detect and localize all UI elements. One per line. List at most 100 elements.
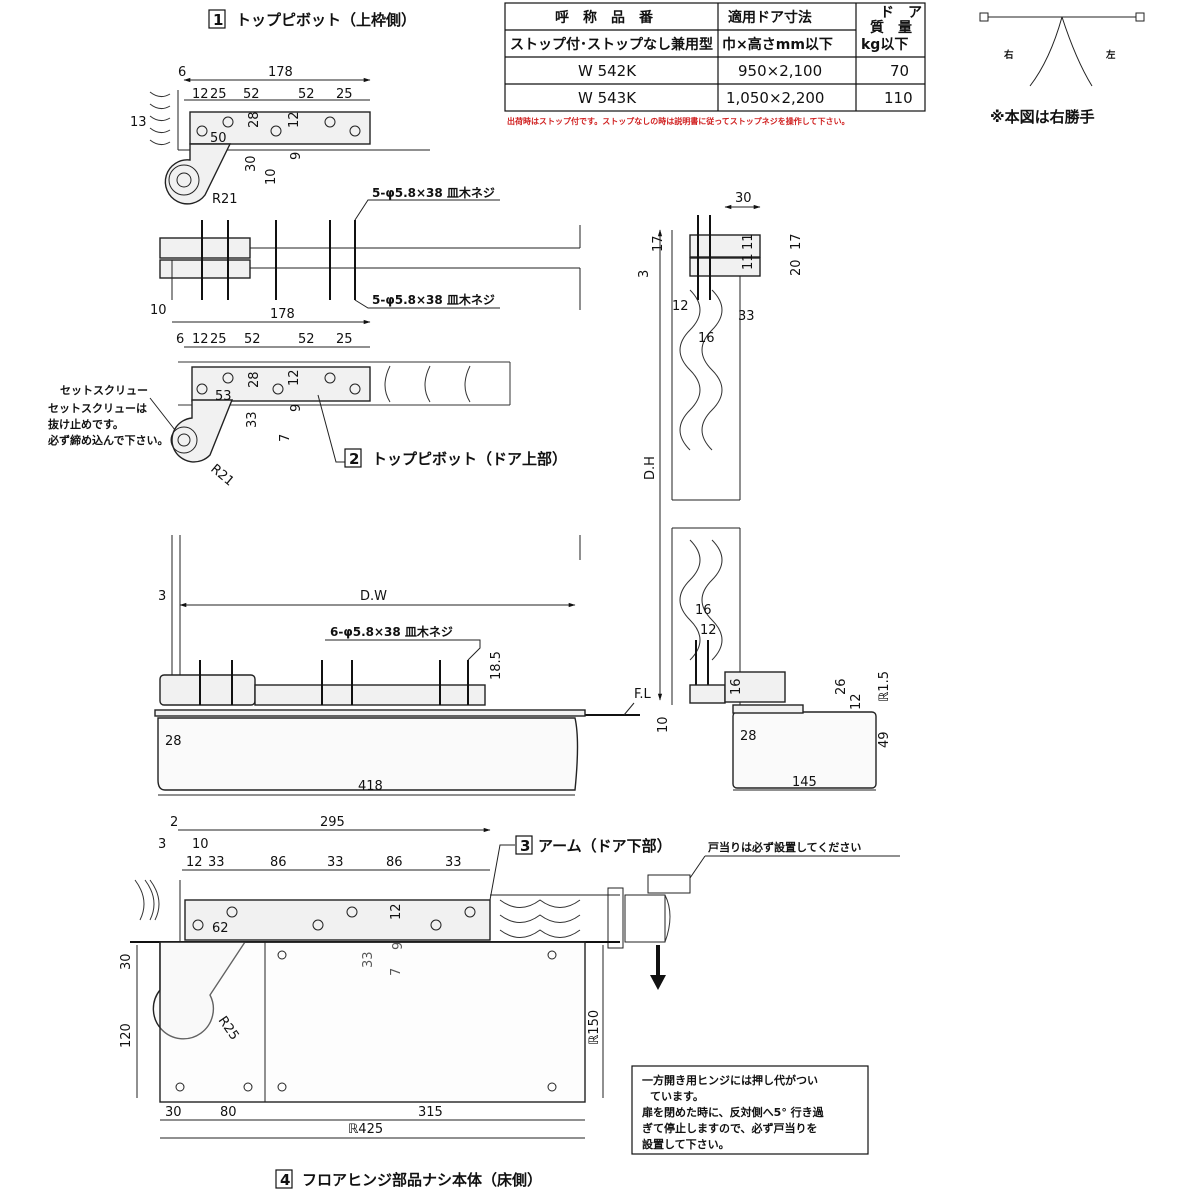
screw-holes-3 <box>192 906 476 931</box>
dim-f150: ℝ150 <box>587 1010 602 1045</box>
table-note: 出荷時はストップ付です。ストップなしの時は説明書に従ってストップネジを操作して下… <box>507 116 850 126</box>
dim-d418: 418 <box>358 779 383 794</box>
screw-holes-2 <box>196 372 361 395</box>
dim-c3: 3 <box>637 270 652 278</box>
dim-f315: 315 <box>418 1105 443 1120</box>
dim-d3: 3 <box>158 589 166 604</box>
dim-b33: 33 <box>245 411 260 428</box>
dim-e2: 2 <box>170 815 178 830</box>
dim-f425: ℝ425 <box>348 1122 383 1137</box>
dim-e12-vert: 12 <box>389 903 404 920</box>
dim-d16b: 16 <box>729 678 744 695</box>
table-header-size: 適用ドア寸法 <box>728 9 812 26</box>
dim-12: 12 <box>192 87 209 102</box>
dim-13: 13 <box>130 115 147 130</box>
dim-e295: 295 <box>320 815 345 830</box>
dim-25b: 25 <box>336 87 353 102</box>
dim-e33c: 33 <box>445 855 462 870</box>
frame-wood-grain <box>149 91 171 146</box>
dim-b7: 7 <box>278 434 293 442</box>
note-box: 一方開き用ヒンジには押し代がつい ています。 扉を閉めた時に、反対側へ5° 行き… <box>631 1065 869 1155</box>
title-1-number: 1 <box>213 11 223 29</box>
dim-e33b: 33 <box>327 855 344 870</box>
dim-d28b: 28 <box>740 729 757 744</box>
dim-c16: 16 <box>698 331 715 346</box>
dim-d185: 18.5 <box>489 651 504 680</box>
dim-c12: 12 <box>672 299 689 314</box>
dim-c33: 33 <box>738 309 755 324</box>
row1-model: W 542K <box>578 62 637 80</box>
dim-d28: 28 <box>165 734 182 749</box>
table-header-mass-a: ド ア <box>880 5 922 21</box>
dim-c30: 30 <box>735 191 752 206</box>
dim-b6: 6 <box>176 332 184 347</box>
dim-b25: 25 <box>210 332 227 347</box>
dim-b10: 10 <box>150 303 167 318</box>
dim-b9: 9 <box>289 404 304 412</box>
floor-section-view: D.W 3 6-φ5.8×38 皿木ネジ 18.5 28 418 F.L 10 <box>154 535 671 796</box>
row2-size: 1,050×2,200 <box>726 89 824 107</box>
dim-d145: 145 <box>792 775 817 790</box>
dim-b178: 178 <box>270 307 295 322</box>
dim-e33: 33 <box>208 855 225 870</box>
row1-size: 950×2,100 <box>738 62 822 80</box>
screw-label-5a: 5-φ5.8×38 皿木ネジ <box>372 185 495 200</box>
dim-d26: 26 <box>834 678 849 695</box>
table-header-model: 呼 称 品 番 <box>555 9 654 26</box>
note-line-1: 一方開き用ヒンジには押し代がつい <box>642 1073 818 1087</box>
title-2-text: トップピボット（ドア上部） <box>372 450 567 468</box>
dim-e10: 10 <box>192 837 209 852</box>
dim-b28: 28 <box>247 371 262 388</box>
dim-c11b: 11 <box>741 253 756 270</box>
dim-b12: 12 <box>192 332 209 347</box>
dim-e86b: 86 <box>386 855 403 870</box>
table-sub-size: 巾×高さmm以下 <box>722 36 833 53</box>
section-4-floor-hinge-body: R25 30 120 ℝ150 30 80 315 ℝ425 4 フロアヒンジ部… <box>119 941 620 1189</box>
handedness-diagram: 右 左 ※本図は右勝手 <box>979 12 1145 126</box>
top-pivot-screw-view: 5-φ5.8×38 皿木ネジ 5-φ5.8×38 皿木ネジ <box>159 185 581 310</box>
dim-R21: R21 <box>212 192 238 207</box>
pivot-inner <box>176 172 192 188</box>
handedness-note: ※本図は右勝手 <box>990 108 1095 126</box>
dim-52: 52 <box>243 87 260 102</box>
spec-table: 呼 称 品 番 適用ドア寸法 ド ア 質 量 ストップ付･ストップなし兼用型 巾… <box>504 2 926 126</box>
dim-bR21: R21 <box>207 462 236 490</box>
dim-f30b: 30 <box>165 1105 182 1120</box>
dim-c11: 11 <box>741 233 756 250</box>
dim-25: 25 <box>210 87 227 102</box>
dim-178: 178 <box>268 65 293 80</box>
dim-d12b: 12 <box>849 693 864 710</box>
dim-e12: 12 <box>186 855 203 870</box>
table-sub-mass: kg以下 <box>861 37 908 53</box>
dim-e33d: 33 <box>361 951 376 968</box>
doorstop-label: 戸当りは必ず設置してください <box>708 840 861 854</box>
dim-f30: 30 <box>119 953 134 970</box>
dim-e86: 86 <box>270 855 287 870</box>
setscrew-note-3: 必ず締め込んで下さい。 <box>47 433 168 447</box>
side-section-view: 30 17 11 11 17 20 3 12 33 16 D.H 16 12 1… <box>637 191 892 791</box>
dim-b52b: 52 <box>298 332 315 347</box>
dim-d10: 10 <box>656 716 671 733</box>
screws-row-6 <box>199 660 469 705</box>
dim-d12: 12 <box>700 623 717 638</box>
title-3-text: アーム（ドア下部） <box>538 837 672 855</box>
note-line-2: ています。 <box>650 1090 704 1103</box>
screws-row-a <box>201 220 356 300</box>
dim-b25b: 25 <box>336 332 353 347</box>
dim-c20: 20 <box>789 259 804 276</box>
note-line-4: ぎて停止しますので、必ず戸当りを <box>642 1121 818 1135</box>
dim-f120: 120 <box>119 1023 134 1048</box>
title-4-text: フロアヒンジ部品ナシ本体（床側） <box>302 1171 542 1189</box>
dim-28: 28 <box>247 111 262 128</box>
dim-b12-vert: 12 <box>287 369 302 386</box>
title-4-number-box <box>275 1169 293 1189</box>
dim-c17: 17 <box>651 235 666 252</box>
row1-mass: 70 <box>890 62 909 80</box>
screw-label-5b: 5-φ5.8×38 皿木ネジ <box>372 292 495 307</box>
dim-e3: 3 <box>158 837 166 852</box>
section-2-top-pivot-door: 178 10 6 12 25 52 52 25 53 28 12 33 9 7 … <box>47 303 567 490</box>
setscrew-title: セットスクリュー <box>60 384 148 397</box>
title-1-text: トップピボット（上枠側） <box>236 11 416 29</box>
section-1-top-pivot-frame: 1 トップピボット（上枠側） 178 6 12 25 52 52 25 13 5… <box>130 9 430 207</box>
